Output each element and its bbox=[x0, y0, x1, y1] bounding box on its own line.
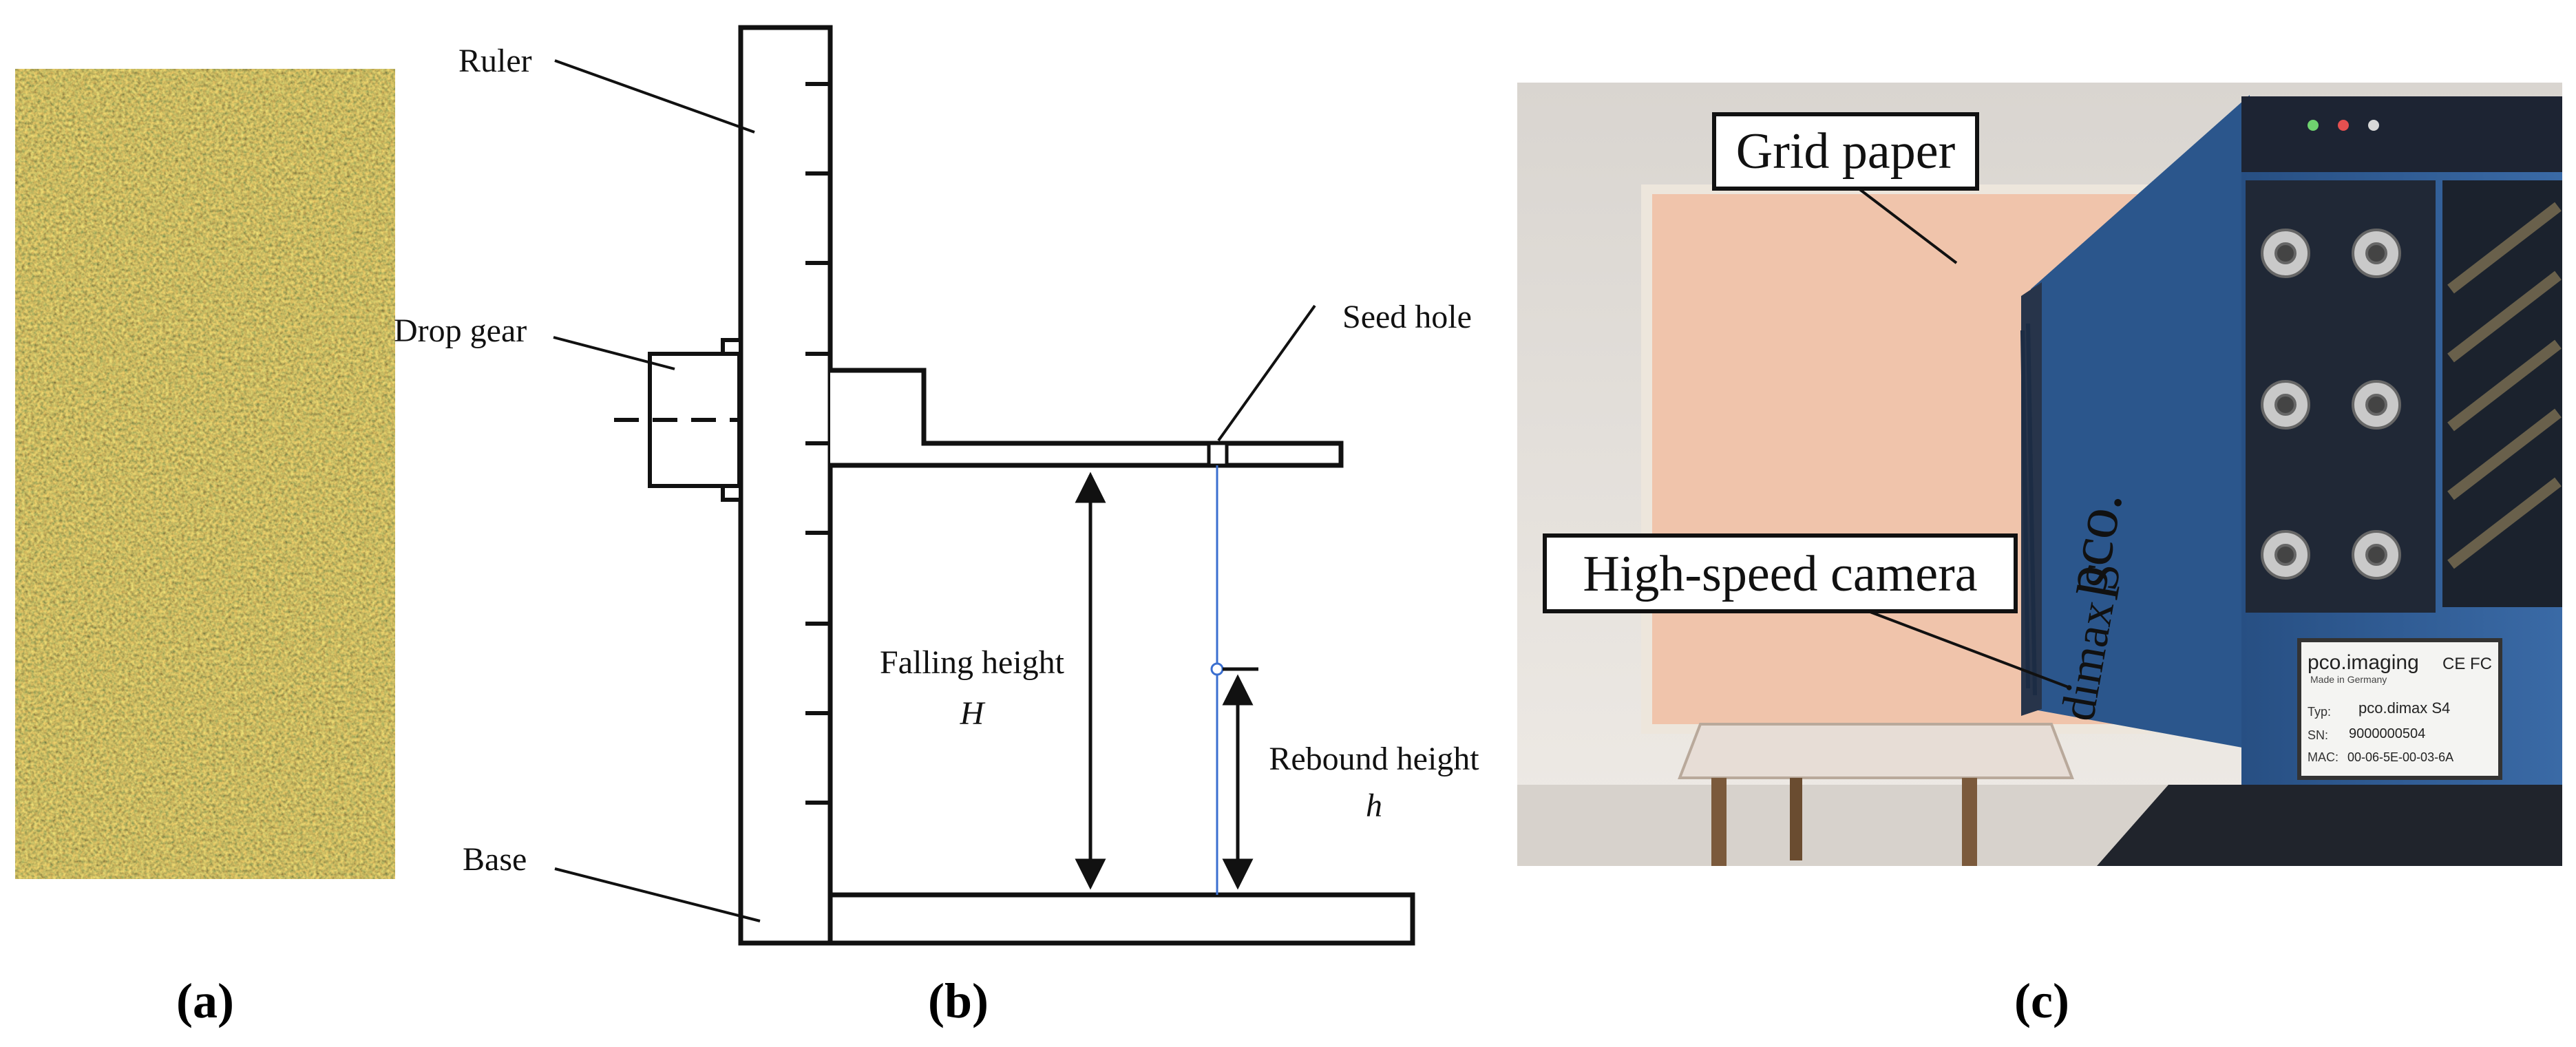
seed-hole-leader bbox=[1217, 304, 1316, 442]
side-vents bbox=[2020, 323, 2037, 696]
high-speed-camera: pco. dimax S pco.imaging CE FC Made in G… bbox=[2020, 95, 2562, 866]
drop-gear bbox=[614, 338, 743, 502]
plate-made: Made in Germany bbox=[2310, 674, 2387, 685]
plate-type-key: Typ: bbox=[2308, 705, 2331, 719]
plate-mac-val: 00-06-5E-00-03-6A bbox=[2347, 750, 2453, 764]
plate-type-val: pco.dimax S4 bbox=[2358, 699, 2450, 717]
drop-arm bbox=[830, 368, 1344, 468]
panel-b-labels: Ruler Drop gear Seed hole Falling height… bbox=[394, 43, 1479, 1028]
callout-high-speed-camera: High-speed camera bbox=[1543, 533, 2069, 688]
easel bbox=[1678, 723, 2074, 866]
plate-sn-key: SN: bbox=[2308, 728, 2328, 742]
label-seed-hole: Seed hole bbox=[1342, 299, 1472, 335]
camera-leader bbox=[1868, 610, 2069, 688]
label-rebound-height: Rebound height bbox=[1269, 741, 1479, 777]
panel-b bbox=[553, 25, 1415, 946]
plate-mac-key: MAC: bbox=[2308, 750, 2339, 764]
label-ruler: Ruler bbox=[458, 43, 532, 79]
panel-c: pco. dimax S pco.imaging CE FC Made in G… bbox=[1517, 83, 2562, 1028]
ruler-ticks bbox=[805, 82, 830, 805]
seed-hole bbox=[1207, 441, 1229, 467]
caption-c: (c) bbox=[2014, 973, 2069, 1028]
ruler-leader bbox=[554, 59, 755, 134]
grid-paper-leader bbox=[1857, 187, 1958, 264]
label-plate: pco.imaging CE FC Made in Germany Typ: p… bbox=[2297, 638, 2502, 780]
plate-sn-val: 9000000504 bbox=[2349, 726, 2425, 741]
seed-texture bbox=[15, 69, 395, 879]
label-falling-symbol: H bbox=[960, 695, 986, 732]
base-leader bbox=[554, 867, 761, 922]
tripod bbox=[2097, 785, 2562, 866]
callout-grid-paper: Grid paper bbox=[1712, 112, 1979, 264]
seed-marker bbox=[1210, 662, 1224, 676]
label-falling-height: Falling height bbox=[880, 644, 1065, 681]
label-high-speed-camera: High-speed camera bbox=[1583, 546, 1977, 602]
panel-a: (a) bbox=[15, 69, 395, 1028]
caption-a: (a) bbox=[176, 973, 234, 1028]
plate-ce: CE FC bbox=[2442, 655, 2492, 673]
drop-gear-leader bbox=[553, 336, 675, 370]
label-rebound-symbol: h bbox=[1366, 787, 1382, 824]
ruler-body bbox=[738, 25, 833, 946]
base bbox=[827, 892, 1415, 946]
bnc-connectors bbox=[2261, 229, 2401, 580]
caption-b: (b) bbox=[928, 973, 989, 1028]
label-grid-paper: Grid paper bbox=[1736, 123, 1955, 180]
label-drop-gear: Drop gear bbox=[394, 313, 527, 349]
plate-brand: pco.imaging bbox=[2308, 651, 2419, 674]
label-base: Base bbox=[463, 841, 527, 878]
